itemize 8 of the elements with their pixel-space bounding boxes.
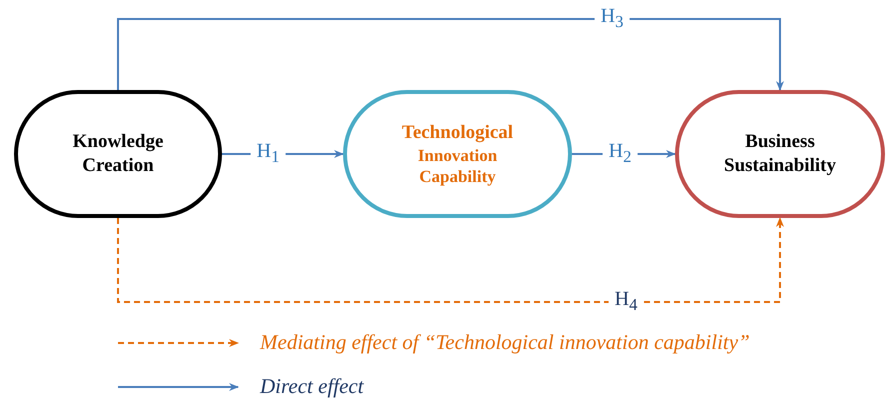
node-text: Innovation Capability [416,144,498,188]
arrow [117,18,784,91]
legend-text: Mediating effect of “Technological innovation capability” [260,329,750,355]
legend-text: Direct effect [260,373,364,399]
node-title: Knowledge Creation [72,130,164,178]
node-title: Business Sustainability [723,130,837,178]
arrow [117,217,784,303]
node-title: Technological [402,120,514,145]
